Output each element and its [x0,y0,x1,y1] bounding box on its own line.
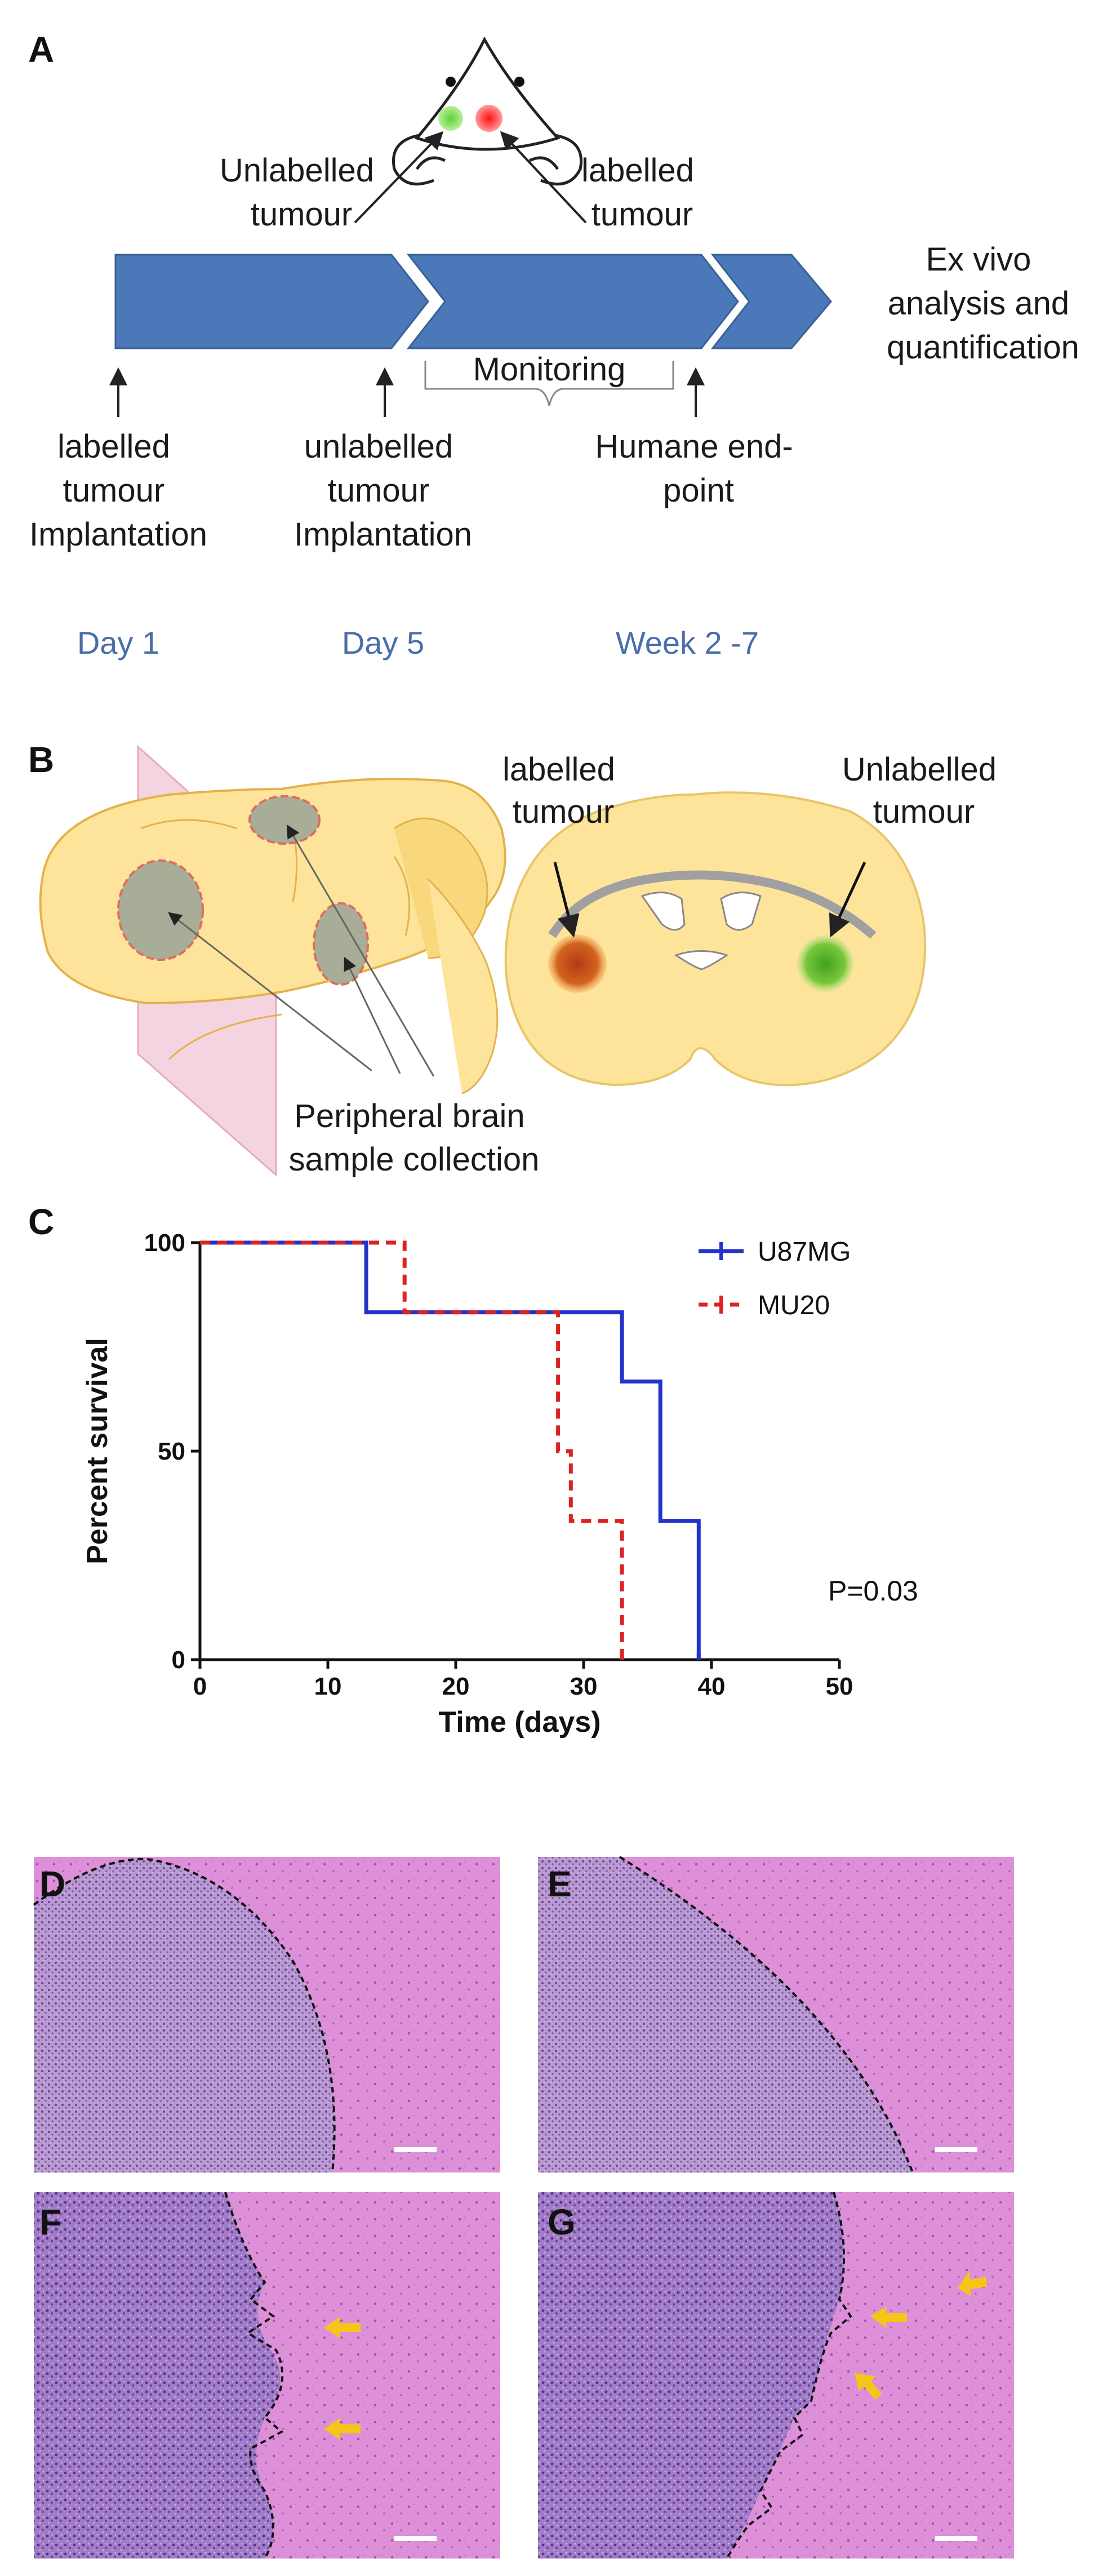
ex-vivo-label: Ex vivo analysis and quantification [887,241,1079,366]
scale-bar-d [394,2147,437,2152]
panel-g-letter: G [548,2202,576,2242]
labelled-tumour-spot [548,934,607,993]
tumour-border-e [619,1856,914,2173]
scale-bar-g [935,2536,977,2541]
week-label: Week 2 -7 [616,625,759,660]
timeline-stage-3 [710,254,832,349]
tumour-border-d [33,1858,336,2173]
coronal-brain-illustration [504,791,927,1087]
labelled-injection-site [475,105,502,132]
monitoring-bracket [424,361,674,406]
x-tick-label: 20 [442,1673,470,1700]
y-axis-title: Percent survival [81,1338,114,1564]
panel-b: B Peripheral brain sample collection [28,739,1006,1178]
event-markers [109,367,705,417]
sample-region-2 [248,795,321,845]
x-axis-title: Time (days) [438,1706,601,1739]
series-line-mu20 [200,1240,624,1660]
scale-bar-f [394,2536,437,2541]
histology-panel-d: D [33,1857,500,2173]
histology-panels: D E F [33,1856,1014,2560]
histology-panel-g: G [538,2192,1014,2560]
timeline-arrows [114,254,832,349]
sample-region-3 [313,902,369,986]
unlabelled-tumour-spot [797,935,853,992]
mouse-head-icon [392,36,582,186]
step-2-label: unlabelled tumour Implantation [294,428,472,553]
unlabelled-injection-site [438,106,463,131]
histology-panel-f: F [34,2192,500,2560]
day-1-label: Day 1 [77,625,159,660]
panel-a-letter: A [28,29,54,70]
monitoring-label: Monitoring [473,351,626,388]
scale-bar-e [935,2147,977,2152]
y-tick-label: 50 [158,1438,185,1465]
y-tick-label: 100 [144,1229,185,1257]
invasion-arrows-g [854,2271,987,2400]
panel-a: A Unlabelled tumour labelled tumour [28,29,1079,660]
sagittal-brain-illustration [39,744,506,1177]
unlabelled-pointer-arrow [354,131,444,224]
sample-collection-label: Peripheral brain sample collection [289,1098,540,1178]
coronal-labelled-label: labelled tumour [502,751,624,830]
panel-e-letter: E [548,1864,572,1904]
panel-b-letter: B [28,739,54,780]
unlabelled-tumour-label: Unlabelled tumour [220,152,383,233]
x-tick-label: 50 [826,1673,853,1700]
step-3-label: Humane end- point [595,428,802,509]
x-tick-label: 0 [193,1673,207,1700]
timeline-stage-1 [114,254,429,349]
panel-c-letter: C [28,1201,54,1242]
coronal-unlabelled-label: Unlabelled tumour [842,751,1006,830]
legend-label-mu20: MU20 [758,1291,830,1320]
y-tick-label: 0 [172,1646,185,1674]
labelled-pointer-arrow [500,131,587,224]
x-tick-label: 10 [314,1673,342,1700]
series-line-u87mg [200,1240,701,1660]
labelled-tumour-label: labelled tumour [581,152,703,233]
panel-f-letter: F [39,2202,61,2242]
unlabelled-tumour-arrow [829,861,866,938]
timeline-stage-2 [406,254,739,349]
x-tick-label: 40 [698,1673,726,1700]
x-tick-label: 30 [570,1673,598,1700]
labelled-tumour-arrow [553,862,580,938]
sample-region-1 [117,859,204,961]
invasion-arrows-f [324,2316,361,2440]
p-value-label: P=0.03 [828,1575,918,1607]
day-5-label: Day 5 [342,625,424,660]
tumour-border-g [726,2192,852,2560]
panel-d-letter: D [39,1864,65,1904]
step-1-label: labelled tumour Implantation [29,428,207,553]
tumour-border-f [224,2192,284,2560]
sample-pointer-lines [168,824,435,1077]
histology-panel-e: E [538,1856,1014,2173]
legend-label-u87mg: U87MG [758,1237,851,1267]
